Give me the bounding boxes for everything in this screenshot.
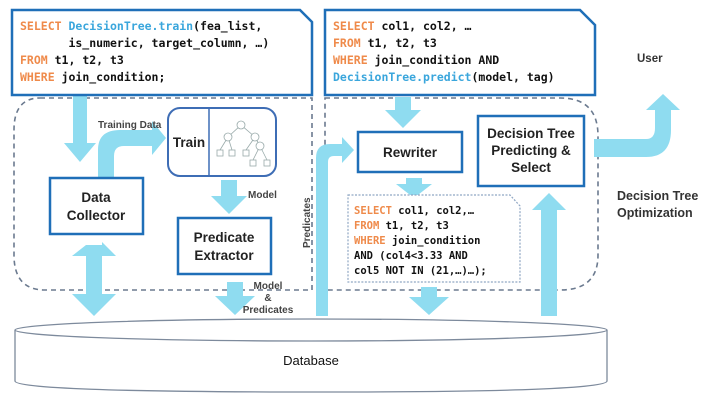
sql-token-text: (fea_list, xyxy=(193,19,262,34)
optimization-label-2: Optimization xyxy=(617,206,693,220)
arrow-query-to-collector xyxy=(64,96,96,162)
sql-token-keyword: FROM xyxy=(20,53,55,67)
predicates-label: Predicates xyxy=(302,197,313,248)
database-cylinder[interactable]: Database xyxy=(14,318,608,393)
data-collector-node[interactable]: Data Collector xyxy=(48,176,145,236)
arrow-rewriter-to-query xyxy=(396,178,432,198)
sql-token-text: join_condition AND xyxy=(375,53,500,68)
predicate-extractor-node[interactable]: Predicate Extractor xyxy=(176,216,273,276)
decision-tree-icon xyxy=(216,120,271,167)
sql-token-text: join_condition; xyxy=(62,70,166,85)
predict-query-text: SELECT col1, col2, … FROM t1, t2, t3 WHERE… xyxy=(333,19,555,84)
arrow-predict-to-user xyxy=(594,94,680,157)
dt-predict-label-3: Select xyxy=(511,160,551,175)
sql-token-keyword: FROM xyxy=(354,220,386,232)
data-collector-label-2: Collector xyxy=(67,208,126,223)
user-label: User xyxy=(637,53,663,65)
arrow-query-to-rewriter xyxy=(385,97,421,128)
train-query-box: SELECT DecisionTree.train(fea_list, is_n… xyxy=(10,8,314,97)
sql-token-text: col5 NOT IN (21,…)…); xyxy=(354,265,487,277)
sql-token-text: (model, tag) xyxy=(471,70,554,84)
model-predicates-label-2: & xyxy=(264,293,271,304)
predicate-extractor-label-2: Extractor xyxy=(194,248,254,263)
predicate-extractor-label-1: Predicate xyxy=(194,230,255,245)
train-query-text: SELECT DecisionTree.train(fea_list, is_n… xyxy=(20,19,269,85)
arrow-model-predicates xyxy=(215,282,255,315)
rewriter-label: Rewriter xyxy=(383,145,438,160)
model-predicates-label-1: Model xyxy=(254,281,283,292)
training-region xyxy=(13,97,313,291)
sql-token-keyword: WHERE xyxy=(354,235,392,247)
model-predicates-label-3: Predicates xyxy=(243,305,294,316)
sql-token-keyword: WHERE xyxy=(20,70,62,84)
dt-predict-label-1: Decision Tree xyxy=(487,126,575,141)
dt-predict-node[interactable]: Decision Tree Predicting & Select xyxy=(476,114,586,188)
sql-token-text: col1, col2,… xyxy=(398,205,475,217)
sql-token-text: AND (col4<3.33 AND xyxy=(354,250,468,262)
database-label: Database xyxy=(283,353,339,368)
sql-token-function: DecisionTree.train xyxy=(68,19,193,33)
model-label: Model xyxy=(248,190,277,201)
arrow-model xyxy=(211,180,247,214)
predict-query-box: SELECT col1, col2, … FROM t1, t2, t3 WHERE… xyxy=(323,8,597,97)
sql-token-keyword: SELECT xyxy=(333,19,381,33)
sql-token-text: join_condition xyxy=(392,235,481,247)
sql-token-keyword: WHERE xyxy=(333,53,375,67)
training-data-label: Training Data xyxy=(98,120,162,131)
sql-token-keyword: SELECT xyxy=(354,205,398,217)
sql-token-keyword: FROM xyxy=(333,36,368,50)
arrow-query-to-database xyxy=(409,287,449,315)
train-label: Train xyxy=(173,135,205,150)
dt-predict-label-2: Predicting & xyxy=(491,143,571,158)
sql-token-text: col1, col2, … xyxy=(381,19,471,33)
sql-token-text: is_numeric, target_column, …) xyxy=(20,36,269,51)
sql-token-text: t1, t2, t3 xyxy=(55,53,124,67)
sql-token-text: t1, t2, t3 xyxy=(386,220,449,232)
optimization-region xyxy=(324,97,599,291)
train-node[interactable]: Train xyxy=(167,107,277,177)
arrow-collector-database xyxy=(72,242,116,316)
arrow-database-to-predict xyxy=(532,193,566,316)
data-collector-label-1: Data xyxy=(81,190,111,205)
sql-token-keyword: SELECT xyxy=(20,19,68,33)
sql-token-text: t1, t2, t3 xyxy=(368,36,437,50)
arrow-training-data xyxy=(98,121,166,177)
arrow-predicates xyxy=(316,137,354,316)
optimization-label-1: Decision Tree xyxy=(617,189,698,203)
rewriter-node[interactable]: Rewriter xyxy=(356,130,464,174)
sql-token-function: DecisionTree.predict xyxy=(333,70,472,84)
